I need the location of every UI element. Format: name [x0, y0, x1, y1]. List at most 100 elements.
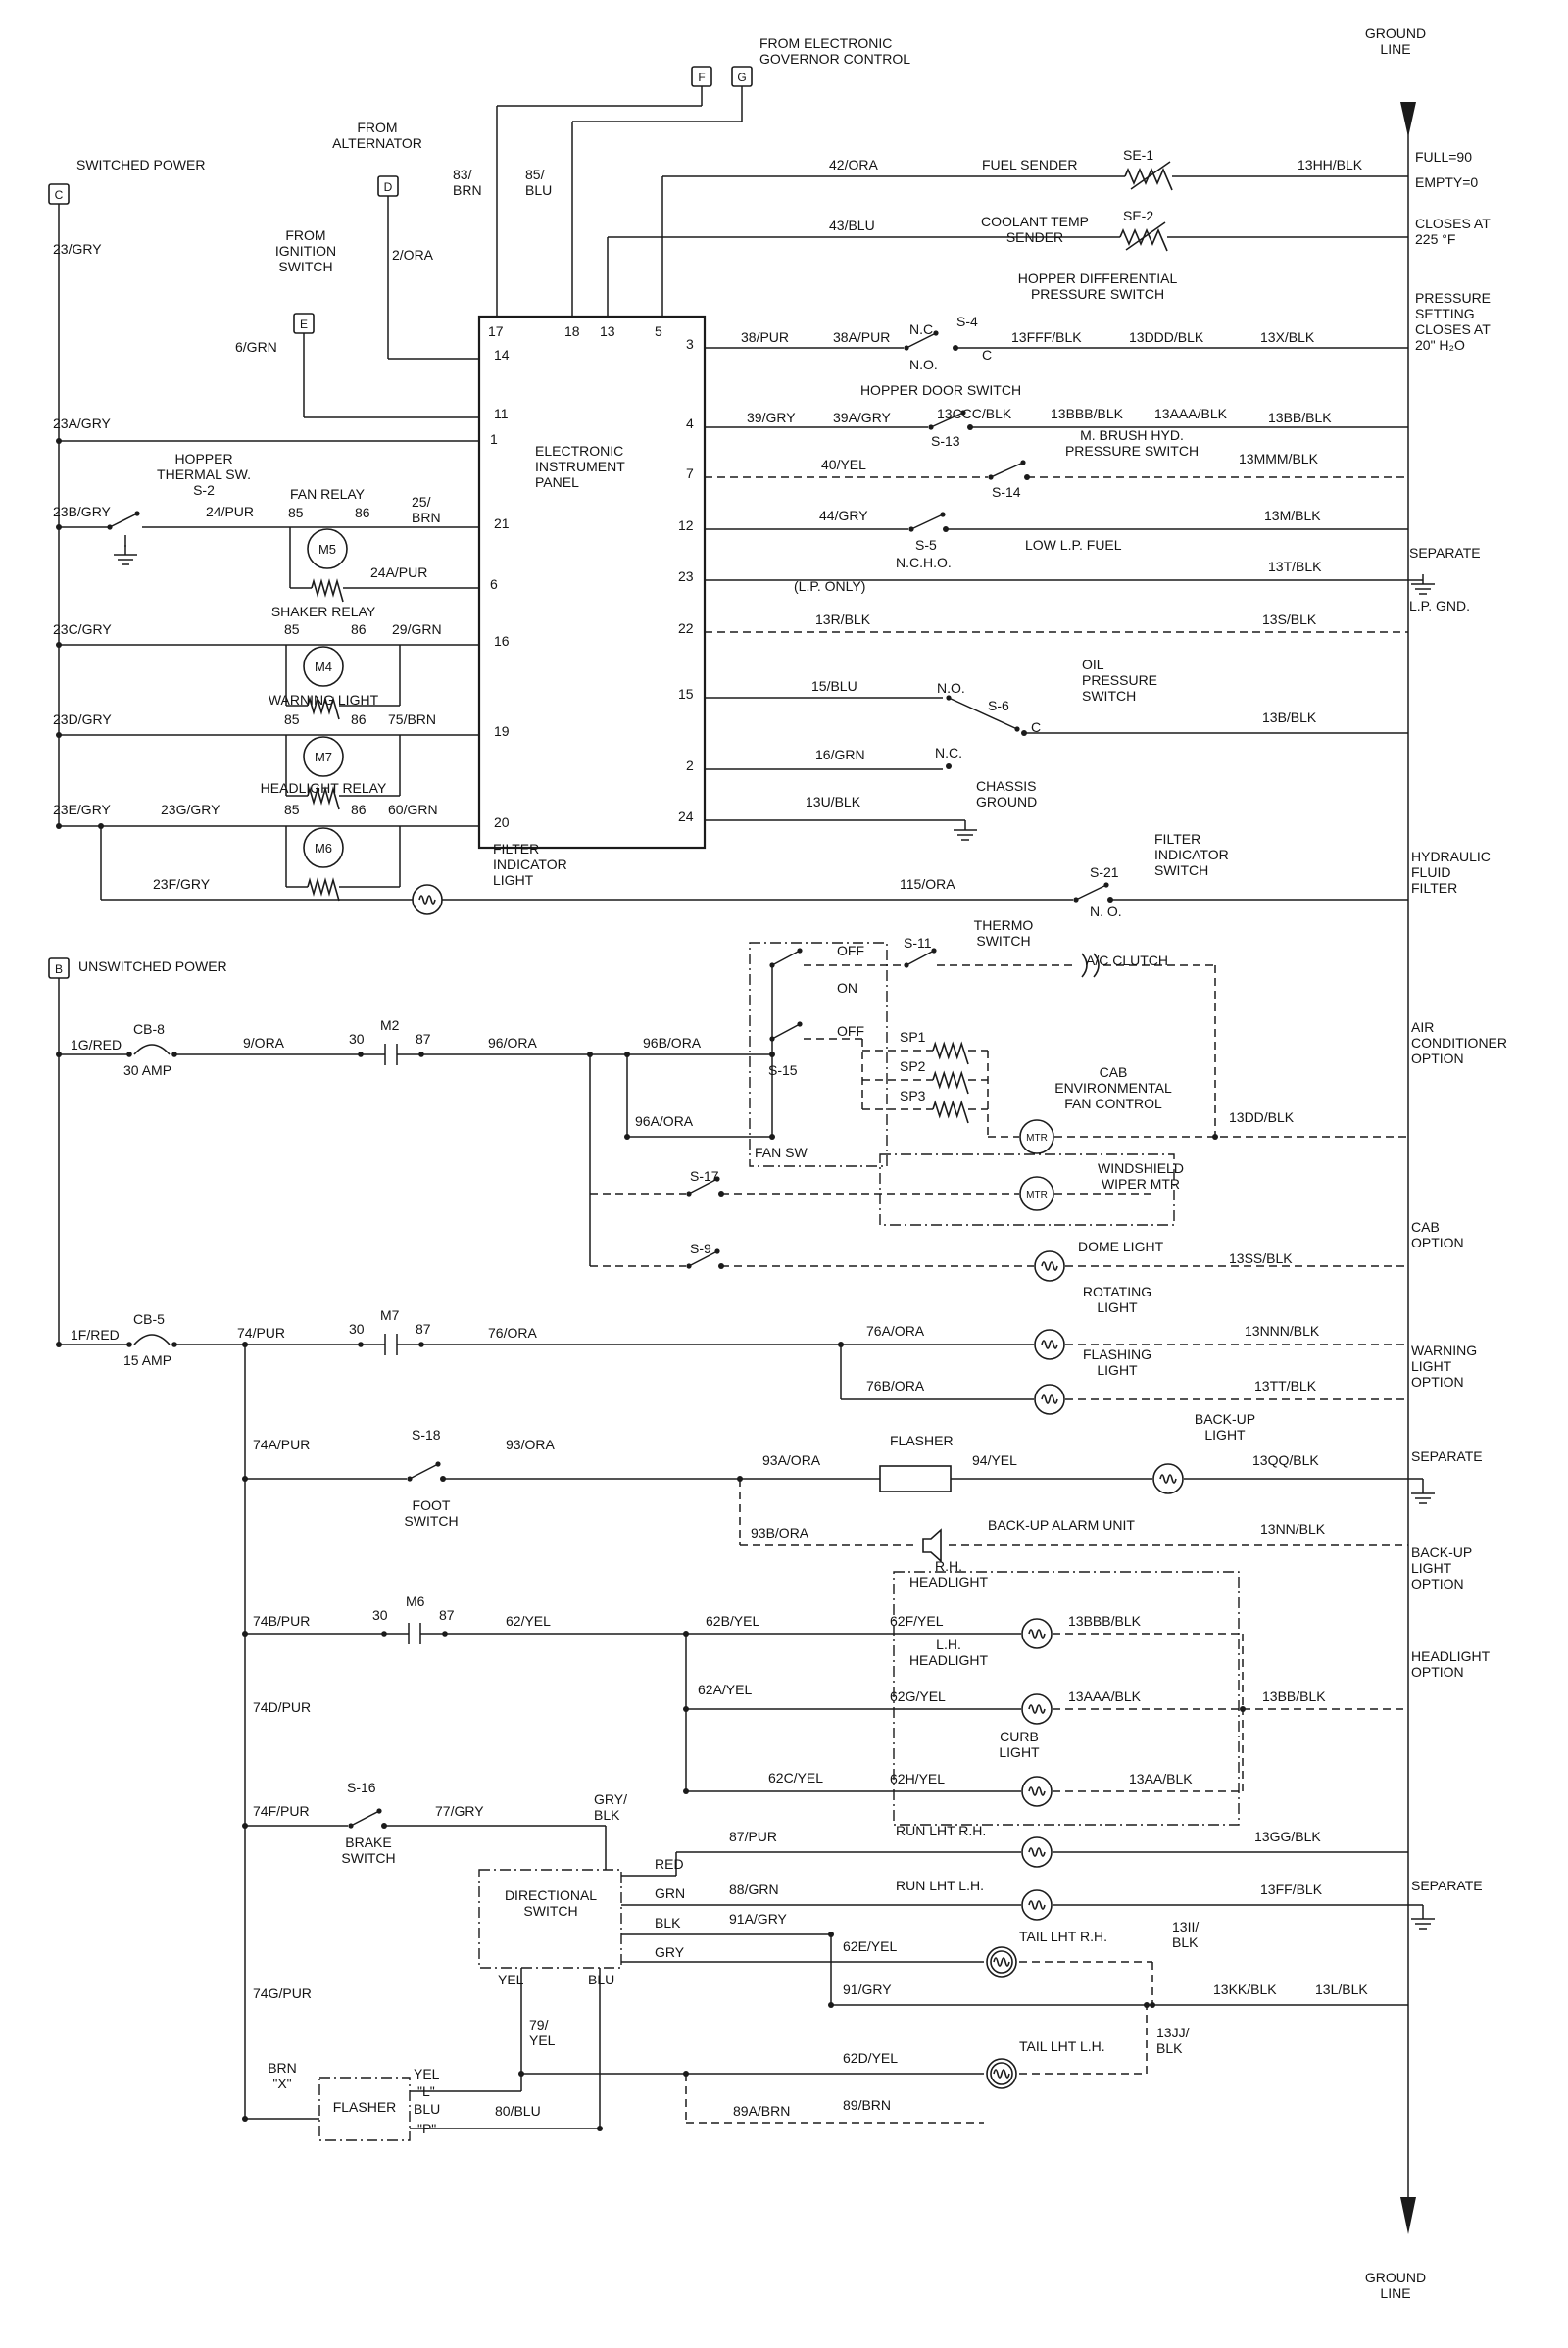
switch-blade [906, 950, 935, 966]
lamp-filament [1028, 1847, 1046, 1857]
diagram-box [318, 2077, 411, 2141]
switch-terminal [933, 330, 939, 336]
switch-terminal [931, 948, 937, 954]
lamp-filament [1028, 1704, 1046, 1714]
connector-B [48, 957, 70, 979]
junction-dot [683, 1788, 689, 1794]
junction-dot [56, 732, 62, 738]
junction-dot [828, 1932, 834, 1937]
junction-dot [242, 1476, 248, 1482]
motor-label: MTR [1026, 1133, 1048, 1144]
resistor-symbol [311, 578, 344, 603]
lamp-icon [1034, 1250, 1065, 1282]
ground-line-arrow [1400, 2197, 1416, 2234]
switch-terminal [435, 1461, 441, 1467]
lamp-icon [1034, 1329, 1065, 1360]
lamp-filament [993, 2069, 1010, 2079]
switch-blade [109, 513, 138, 528]
switch-terminal [908, 526, 914, 532]
diagram-box [478, 1869, 622, 1969]
switch-terminal [960, 410, 966, 416]
resistor-symbol [932, 1041, 969, 1065]
junction-dot [1024, 474, 1030, 480]
junction-dot [56, 438, 62, 444]
junction-dot [242, 1823, 248, 1829]
switch-blade [1075, 884, 1107, 901]
connector-letter: E [300, 318, 308, 331]
ac-clutch-symbol [1093, 953, 1100, 978]
breaker-terminal [126, 1342, 132, 1347]
lamp-inner [990, 2062, 1013, 2085]
lamp-filament [1028, 1900, 1046, 1910]
lamp-icon [412, 884, 443, 915]
lamp-filament [1028, 1629, 1046, 1639]
lamp-icon [986, 1946, 1017, 1978]
junction-dot [1107, 897, 1113, 903]
breaker-terminal [172, 1342, 177, 1347]
switch-terminal [1103, 882, 1109, 888]
diagram-box [879, 1153, 1175, 1226]
relay-M4 [303, 646, 344, 687]
diagram-box [893, 1571, 1240, 1826]
switch-blade [930, 412, 964, 428]
switch-terminal [686, 1191, 692, 1197]
lamp-icon [1021, 1889, 1053, 1921]
junction-dot [587, 1052, 593, 1057]
resistor-symbol [307, 696, 340, 720]
junction-dot [518, 2071, 524, 2077]
lamp-filament [1028, 1786, 1046, 1796]
instrument-panel-box [477, 315, 707, 850]
resistor-symbol [932, 1070, 969, 1095]
junction-dot [838, 1342, 844, 1347]
junction-dot [381, 1823, 387, 1829]
junction-dot [440, 1476, 446, 1482]
junction-dot [242, 1342, 248, 1347]
connector-letter: C [55, 188, 64, 202]
junction-dot [56, 1342, 62, 1347]
switch-terminal [940, 512, 946, 517]
lamp-filament [1041, 1340, 1058, 1349]
speaker-icon [922, 1528, 942, 1563]
switch-blade [906, 332, 937, 349]
connector-F [691, 66, 712, 87]
junction-dot [56, 1052, 62, 1057]
lamp-icon [1021, 1836, 1053, 1868]
junction-dot [624, 1134, 630, 1140]
relay-M7 [303, 736, 344, 777]
lamp-icon [1021, 1693, 1053, 1725]
switch-blade [771, 1023, 801, 1040]
connector-letter: D [384, 180, 393, 194]
lamp-filament [1159, 1474, 1177, 1484]
junction-dot [1150, 2002, 1155, 2008]
junction-dot [828, 2002, 834, 2008]
junction-dot [683, 1706, 689, 1712]
relay-label: M5 [318, 542, 336, 557]
motor-symbol [1019, 1176, 1054, 1211]
junction-dot [56, 823, 62, 829]
connector-E [293, 313, 315, 334]
switch-terminal [714, 1248, 720, 1254]
lamp-icon [1152, 1463, 1184, 1494]
junction-dot [943, 526, 949, 532]
switch-terminal [946, 695, 952, 701]
junction-dot [1212, 1134, 1218, 1140]
ac-clutch-symbol [1081, 953, 1088, 978]
circuit-breaker-icon [133, 1044, 171, 1055]
lamp-icon [1021, 1618, 1053, 1649]
switch-terminal [134, 511, 140, 516]
junction-dot [624, 1052, 630, 1057]
switch-blade [910, 514, 944, 530]
switch-terminal [928, 424, 934, 430]
connector-D [377, 175, 399, 197]
switch-terminal [1014, 726, 1020, 732]
connector-letter: B [55, 962, 63, 976]
connector-G [731, 66, 753, 87]
motor-symbol [1019, 1119, 1054, 1154]
diagram-box [749, 942, 888, 1167]
junction-dot [718, 1263, 724, 1269]
connector-C [48, 183, 70, 205]
junction-dot [56, 642, 62, 648]
junction-dot [683, 1631, 689, 1637]
junction-dot [683, 2071, 689, 2077]
